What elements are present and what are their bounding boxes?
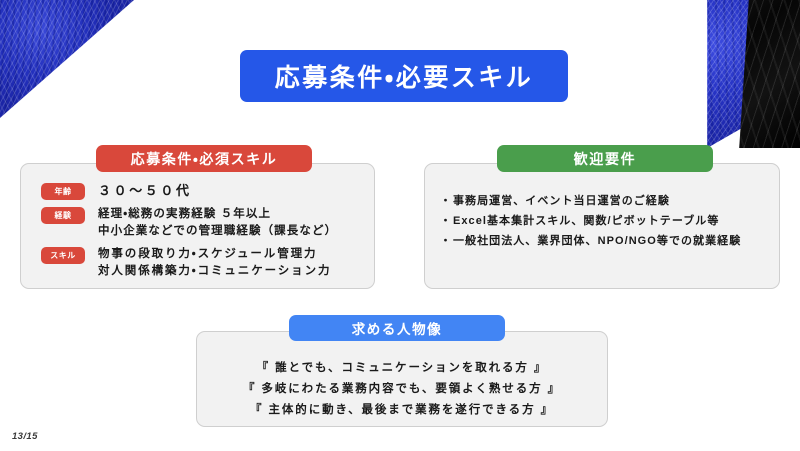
badge-age: 年齢	[41, 183, 85, 200]
persona-line-2: 『 多岐にわたる業務内容でも、要領よく熟せる方 』	[242, 383, 562, 395]
required-experience-line-1: 経理・総務の実務経験 ５年以上	[98, 208, 272, 220]
required-row-age: 年齢 ３０〜５０代	[41, 182, 364, 200]
required-conditions-header: 応募条件・必須スキル	[96, 145, 312, 172]
required-row-skill: スキル 物事の段取り力・スケジュール管理力 対人関係構築力・コミュニケーション力	[41, 246, 364, 280]
badge-skill: スキル	[41, 247, 85, 264]
required-skill-text: 物事の段取り力・スケジュール管理力 対人関係構築力・コミュニケーション力	[98, 246, 331, 280]
persona-line-3: 『 主体的に動き、最後まで業務を遂行できる方 』	[250, 404, 554, 416]
required-skill-line-1: 物事の段取り力・スケジュール管理力	[98, 248, 318, 260]
persona-line-list: 『 誰とでも、コミュニケーションを取れる方 』 『 多岐にわたる業務内容でも、要…	[197, 358, 607, 421]
required-experience-line-2: 中小企業などでの管理職経験（課長など）	[98, 225, 338, 237]
list-item: ・ Excel基本集計スキル、関数/ピボットテーブル等	[439, 211, 771, 231]
welcome-requirements-header: 歓迎要件	[497, 145, 713, 172]
required-row-experience: 経験 経理・総務の実務経験 ５年以上 中小企業などでの管理職経験（課長など）	[41, 206, 364, 240]
desired-persona-card: 『 誰とでも、コミュニケーションを取れる方 』 『 多岐にわたる業務内容でも、要…	[196, 331, 608, 427]
list-item: ・ 一般社団法人、業界団体、NPO/NGO等での就業経験	[439, 231, 771, 251]
page-title: 応募条件・必要スキル	[274, 64, 534, 92]
required-age-text: ３０〜５０代	[98, 182, 192, 199]
persona-line-1: 『 誰とでも、コミュニケーションを取れる方 』	[256, 362, 548, 374]
list-item: ・ 事務局運営、イベント当日運営のご経験	[439, 191, 771, 211]
desired-persona-header: 求める人物像	[289, 315, 505, 341]
required-rows: 年齢 ３０〜５０代 経験 経理・総務の実務経験 ５年以上 中小企業などでの管理職…	[41, 182, 364, 286]
required-conditions-card: 年齢 ３０〜５０代 経験 経理・総務の実務経験 ５年以上 中小企業などでの管理職…	[20, 163, 375, 289]
page-number: 13/15	[12, 431, 38, 442]
required-age-line-1: ３０〜５０代	[98, 183, 192, 198]
welcome-item-2: Excel基本集計スキル、関数/ピボットテーブル等	[453, 215, 720, 227]
decorative-blue-triangle-top-left	[0, 0, 134, 118]
bullet-dot-icon: ・	[439, 235, 453, 247]
welcome-requirements-card: ・ 事務局運営、イベント当日運営のご経験 ・ Excel基本集計スキル、関数/ピ…	[424, 163, 780, 289]
badge-experience: 経験	[41, 207, 85, 224]
required-skill-line-2: 対人関係構築力・コミュニケーション力	[98, 265, 332, 277]
required-experience-text: 経理・総務の実務経験 ５年以上 中小企業などでの管理職経験（課長など）	[98, 206, 337, 240]
welcome-item-3: 一般社団法人、業界団体、NPO/NGO等での就業経験	[453, 235, 742, 247]
bullet-dot-icon: ・	[439, 195, 453, 207]
welcome-bullet-list: ・ 事務局運営、イベント当日運営のご経験 ・ Excel基本集計スキル、関数/ピ…	[439, 191, 771, 251]
decorative-dark-parallelogram-top-right	[739, 0, 800, 148]
slide-title-banner: 応募条件・必要スキル	[240, 50, 568, 102]
welcome-item-1: 事務局運営、イベント当日運営のご経験	[453, 195, 670, 207]
bullet-dot-icon: ・	[439, 215, 453, 227]
